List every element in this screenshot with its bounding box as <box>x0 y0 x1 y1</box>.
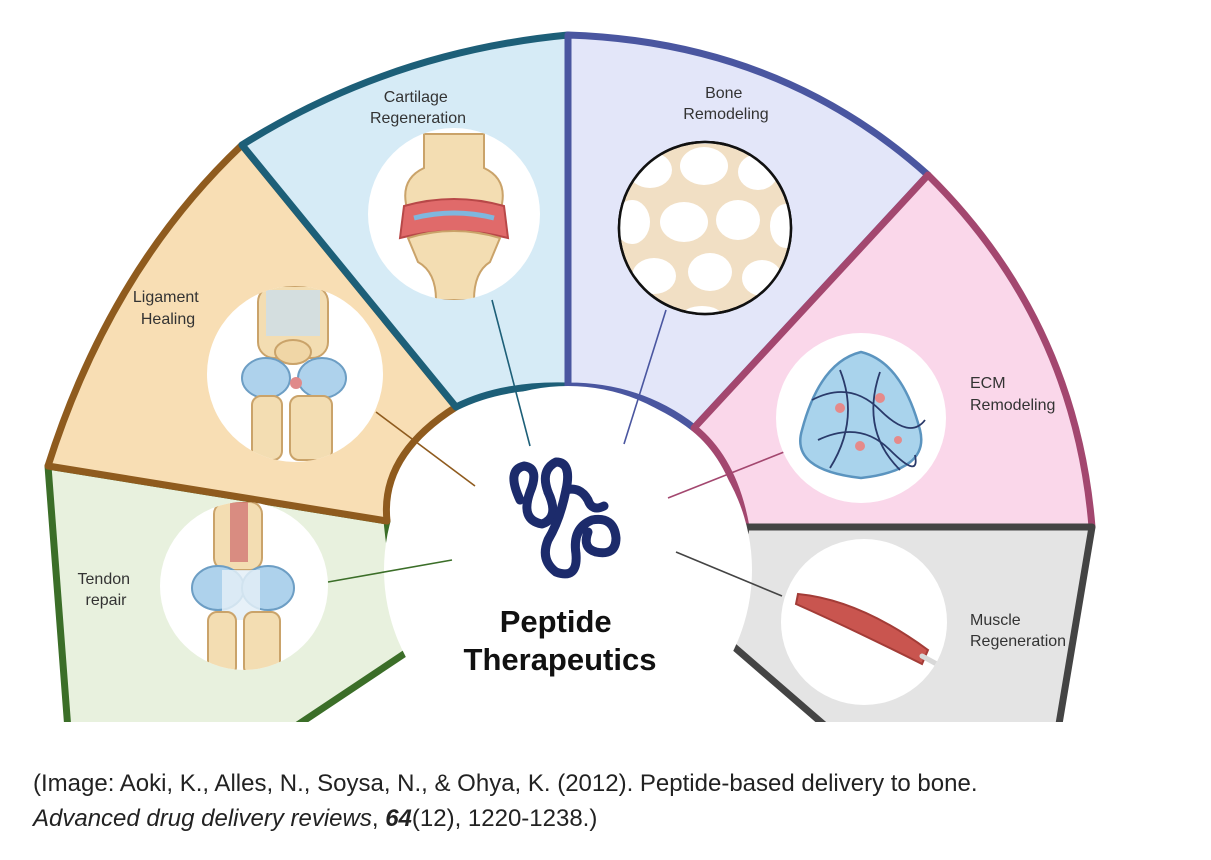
connector-bone <box>623 309 667 445</box>
connector-muscle <box>675 551 783 597</box>
peptide-therapeutics-diagram: Tendon repair Ligament Healing Cartilage… <box>44 31 1096 722</box>
caption-journal: Advanced drug delivery reviews <box>33 805 372 832</box>
label-tendon: Tendon repair <box>78 571 135 609</box>
caption-rest: (12), 1220-1238.) <box>411 805 598 832</box>
ecm-network-icon <box>799 350 926 480</box>
label-ecm: ECM Remodeling <box>970 375 1055 414</box>
connector-ecm <box>667 451 785 499</box>
knee-tendon-icon <box>191 502 295 670</box>
image-caption: (Image: Aoki, K., Alles, N., Soysa, N., … <box>33 766 1203 836</box>
connector-cartilage <box>491 299 531 447</box>
label-muscle: Muscle Regeneration <box>970 612 1066 650</box>
label-ligament: Ligament Healing <box>133 289 203 328</box>
connector-tendon <box>327 559 453 583</box>
center-title: Peptide Therapeutics <box>464 604 657 677</box>
peptide-chain-icon <box>509 457 621 579</box>
knee-ligament-icon <box>241 286 347 461</box>
connector-lines <box>327 299 785 597</box>
caption-citation: Aoki, K., Alles, N., Soysa, N., & Ohya, … <box>114 770 978 797</box>
caption-volume: 64 <box>385 805 412 832</box>
caption-line-1: (Image: Aoki, K., Alles, N., Soysa, N., … <box>33 770 978 797</box>
caption-prefix: Image: <box>41 770 115 797</box>
caption-line-2: Advanced drug delivery reviews, 64(12), … <box>33 805 598 832</box>
center-disc <box>384 386 752 722</box>
label-bone: Bone Remodeling <box>683 85 768 123</box>
connector-ligament <box>375 411 476 487</box>
label-cartilage: Cartilage Regeneration <box>370 89 466 127</box>
knee-cartilage-icon <box>398 133 510 300</box>
